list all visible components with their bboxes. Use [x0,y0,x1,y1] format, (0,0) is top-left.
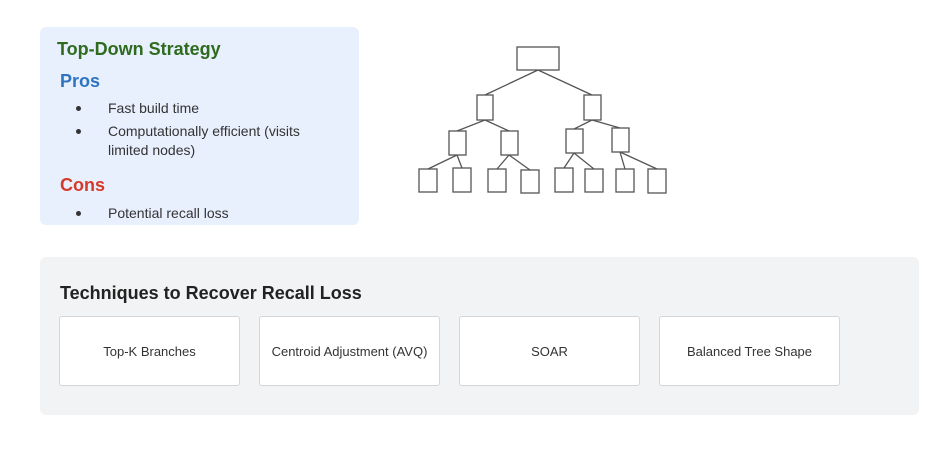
tree-edge [496,154,510,170]
techniques-panel: Techniques to Recover Recall Loss Top-K … [40,257,919,415]
tree-edge [573,152,595,170]
tree-leaf [615,168,635,193]
cons-item-text: Potential recall loss [108,205,229,221]
tree-node [611,127,630,153]
technique-soar: SOAR [459,316,640,386]
tree-edge [537,69,593,96]
pros-item-text: Fast build time [108,100,200,116]
tree-edge [484,119,510,132]
pros-list: Fast build time Computationally efficien… [40,99,359,164]
tree-diagram [418,46,667,194]
tree-edge [484,69,539,96]
tree-edge [573,119,593,130]
strategy-title: Top-Down Strategy [57,39,221,59]
cons-list: Potential recall loss [40,204,359,227]
tree-edges [427,69,658,171]
bullet-icon [76,106,81,111]
pros-item: Fast build time [40,99,359,118]
tree-leaf [647,168,667,194]
technique-balanced-tree-shape: Balanced Tree Shape [659,316,840,386]
pros-item-text: Computationally efficient (visits limite… [108,123,300,158]
tree-node [500,130,519,156]
tree-edge [508,154,531,171]
tree-edge [619,151,658,170]
tree-leaf [554,167,574,193]
pros-title: Pros [60,71,101,91]
technique-centroid-adjustment: Centroid Adjustment (AVQ) [259,316,440,386]
bullet-icon [76,129,81,134]
tree-node [565,128,584,154]
tree-node [476,94,494,121]
tree-edge [456,119,486,132]
strategy-card: Top-Down Strategy Pros Fast build time C… [40,27,359,225]
pros-item: Computationally efficient (visits limite… [40,122,359,160]
tree-edge [427,154,458,170]
tree-leaf [520,169,540,194]
tree-edge [591,119,621,129]
tree-leaf [418,168,438,193]
techniques-title: Techniques to Recover Recall Loss [60,283,362,303]
technique-top-k-branches: Top-K Branches [59,316,240,386]
tree-leaf [452,167,472,193]
tree-leaf [487,168,507,193]
tree-nodes [418,46,667,194]
tree-edge [619,151,626,170]
tree-node [583,94,602,121]
cons-title: Cons [60,175,105,195]
cons-item: Potential recall loss [40,204,359,223]
tree-edge [563,152,575,169]
tree-leaf [584,168,604,193]
tree-edge [456,154,463,169]
tree-node-root [516,46,560,71]
tree-node [448,130,467,156]
bullet-icon [76,211,81,216]
